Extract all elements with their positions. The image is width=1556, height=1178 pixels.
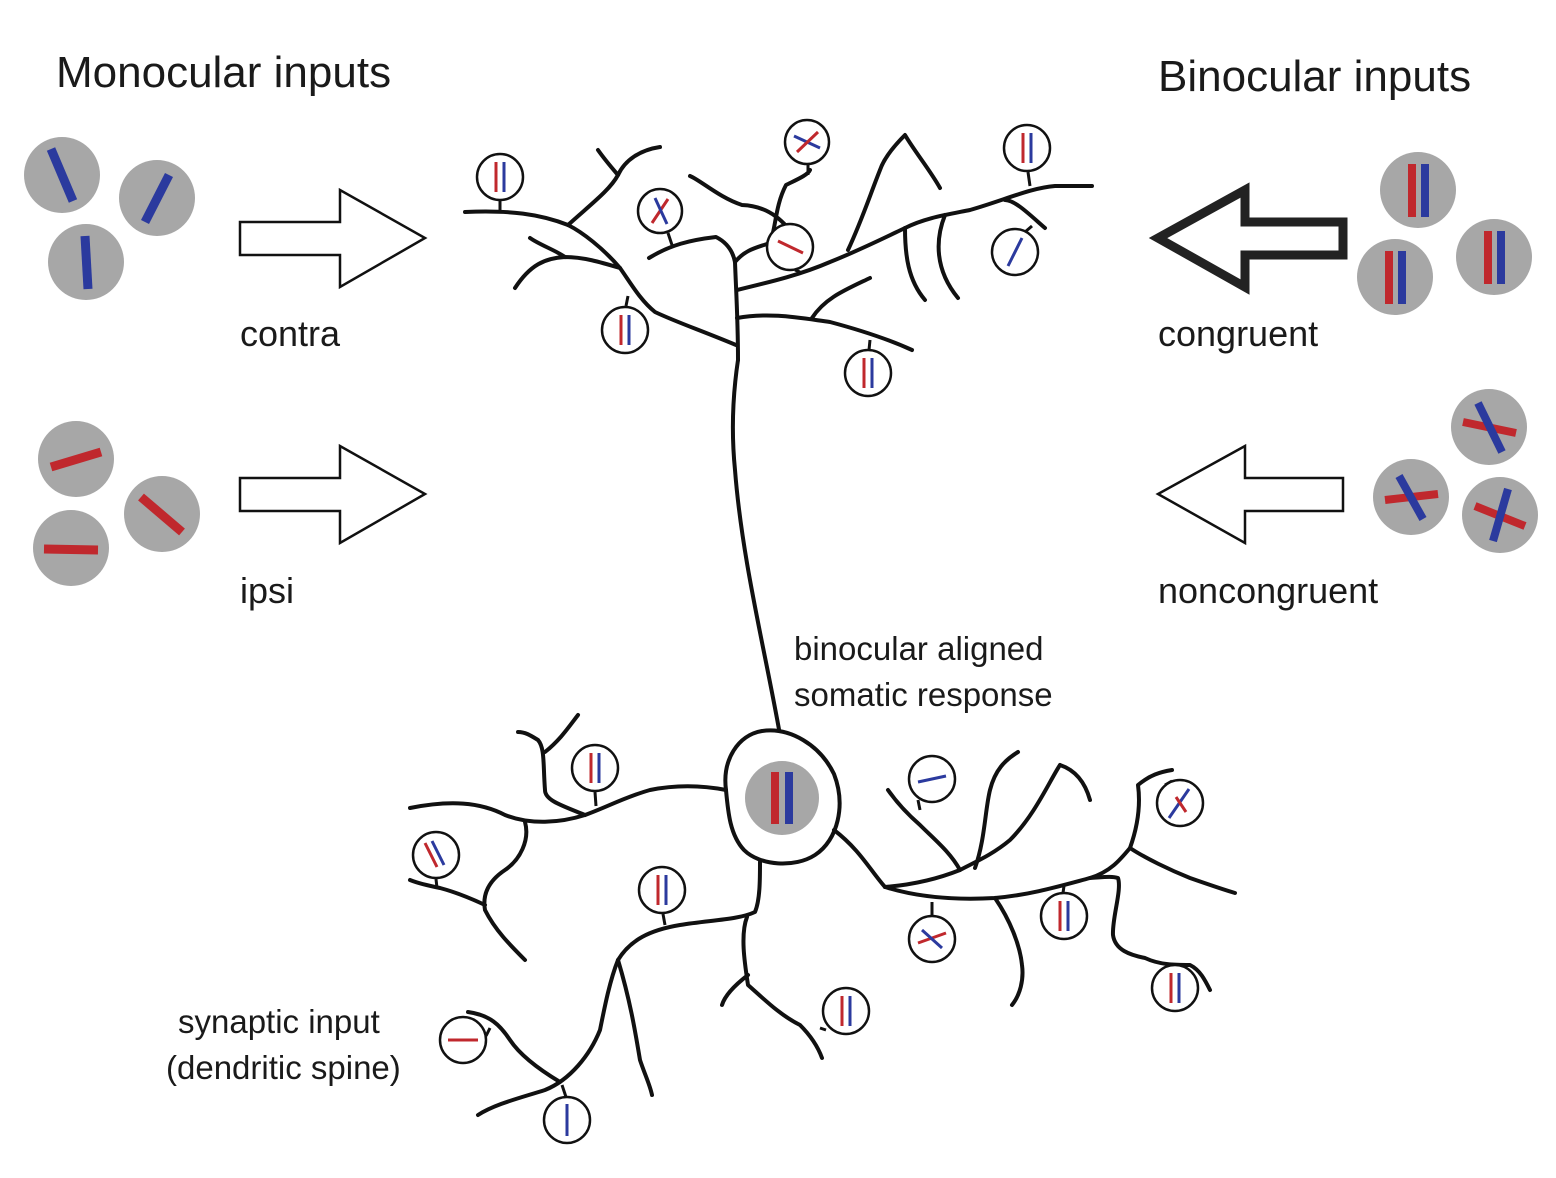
spine-icon (819, 986, 871, 1036)
basal-dendrite (616, 958, 654, 1097)
basal-dendrite (516, 730, 587, 817)
orientation-disc-icon (1451, 389, 1527, 465)
dendritic-spines (411, 118, 1205, 1145)
apical-dendrite (730, 358, 782, 737)
spine-icon (600, 295, 650, 355)
basal-dendrite (973, 750, 1020, 870)
spine-caption-line1: synaptic input (178, 1003, 380, 1040)
contra-input-discs (24, 137, 195, 300)
arrow-right-icon (238, 187, 428, 290)
apical-branch (463, 209, 738, 347)
binocular-inputs-heading: Binocular inputs (1158, 52, 1472, 101)
spine-icon (411, 830, 461, 889)
apical-branch (647, 235, 740, 362)
basal-dendrite (720, 973, 750, 1007)
basal-dendrite (741, 915, 824, 1060)
orientation-disc-icon (1357, 239, 1433, 315)
basal-dendrite (476, 860, 762, 1117)
arrow-left-icon (1155, 443, 1345, 546)
apical-branch (846, 133, 942, 252)
spine-icon (1039, 885, 1089, 941)
spine-icon (783, 118, 831, 175)
spine-caption-line2: (dendritic spine) (166, 1049, 401, 1086)
somatic-response-disc (745, 761, 819, 835)
spine-icon (636, 187, 684, 246)
noncongruent-label: noncongruent (1158, 570, 1379, 611)
orientation-disc-icon (1373, 459, 1449, 535)
apical-branch (810, 276, 872, 320)
spine-icon (1155, 778, 1205, 828)
spine-icon (907, 902, 957, 964)
orientation-disc-icon (119, 160, 195, 236)
spine-icon (907, 754, 957, 811)
apical-branch (936, 213, 960, 300)
spine-icon (1150, 963, 1200, 1013)
spine-icon (1002, 123, 1052, 187)
orientation-disc-icon (38, 421, 114, 497)
orientation-disc-icon (33, 510, 109, 586)
ipsi-label: ipsi (240, 570, 295, 611)
monocular-inputs-heading: Monocular inputs (56, 48, 392, 97)
spine-icon (990, 224, 1040, 277)
congruent-input-discs (1357, 152, 1532, 315)
arrow-right-icon (238, 443, 428, 546)
basal-dendrite (466, 1010, 562, 1084)
orientation-disc-icon (124, 476, 200, 552)
spine-icon (475, 152, 525, 211)
basal-dendrite (408, 878, 487, 907)
spine-icon (438, 1015, 492, 1065)
apical-branch (903, 226, 927, 302)
noncongruent-input-discs (1373, 389, 1538, 553)
apical-branch (1003, 198, 1047, 230)
apical-branch (735, 184, 1094, 292)
spine-icon (637, 865, 687, 926)
basal-dendrite (408, 784, 728, 824)
ipsi-input-discs (33, 421, 200, 586)
spine-icon (765, 222, 815, 274)
spine-icon (843, 339, 893, 398)
apical-branch (596, 148, 620, 177)
spine-icon (570, 743, 620, 807)
apical-branch (513, 255, 622, 290)
apical-branch (735, 313, 914, 352)
congruent-label: congruent (1158, 313, 1319, 354)
basal-dendrite (1088, 874, 1212, 992)
soma-caption-line1: binocular aligned (794, 630, 1044, 667)
spine-icon (542, 1084, 592, 1145)
arrow-left-icon (1148, 182, 1348, 295)
soma-caption-line2: somatic response (794, 676, 1053, 713)
orientation-disc-icon (1462, 477, 1538, 553)
orientation-disc-icon (48, 224, 124, 300)
basal-dendrite (482, 820, 529, 962)
orientation-disc-icon (1456, 219, 1532, 295)
contra-label: contra (240, 313, 341, 354)
orientation-disc-icon (1380, 152, 1456, 228)
basal-dendrite (993, 896, 1025, 1007)
basal-dendrite (1128, 846, 1237, 895)
basal-dendrite (1058, 763, 1092, 802)
basal-dendrite (883, 768, 1174, 901)
orientation-disc-icon (24, 137, 100, 213)
basal-dendrite (886, 788, 962, 872)
apical-branch (528, 236, 567, 259)
neuron (408, 133, 1237, 1117)
basal-dendrite (543, 713, 580, 754)
